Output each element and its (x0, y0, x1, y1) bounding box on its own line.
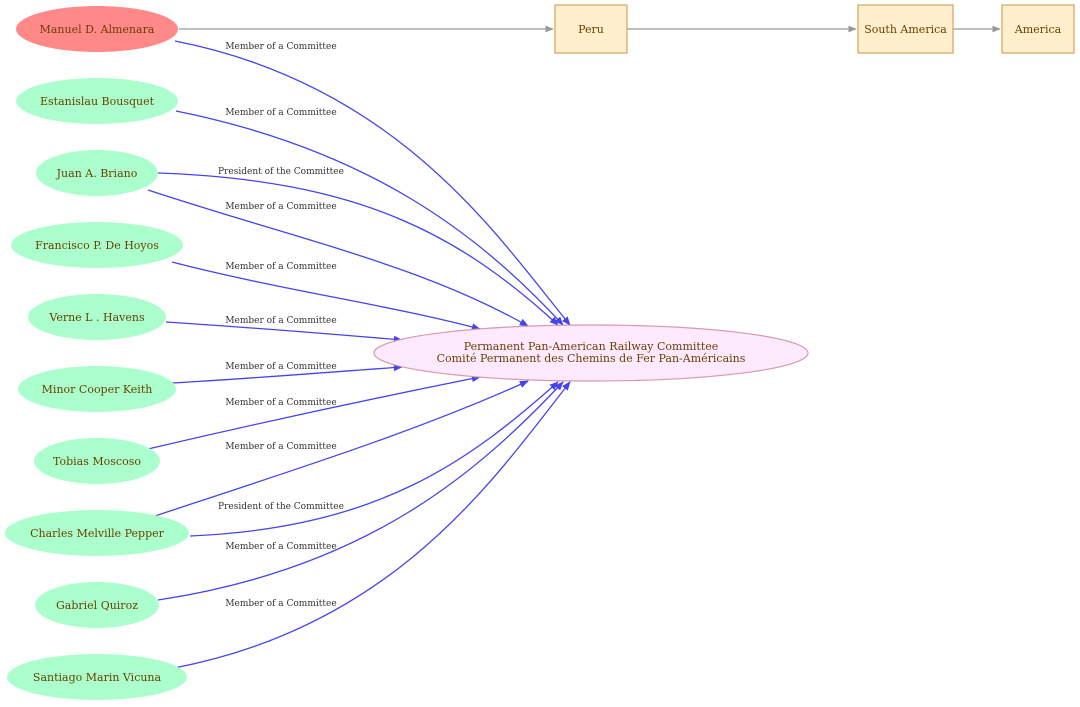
node-moscoso[interactable]: Tobias Moscoso (34, 438, 160, 484)
edge-briano-president-committee (157, 172, 559, 326)
node-label: Juan A. Briano (56, 167, 138, 180)
node-label: Tobias Moscoso (53, 455, 141, 468)
edge-briano-member-committee (147, 189, 529, 327)
node-label: Peru (578, 23, 604, 36)
node-bousquet[interactable]: Estanislau Bousquet (16, 78, 178, 124)
edge-labels: Member of a Committee Member of a Commit… (218, 42, 344, 609)
edge-label: Member of a Committee (225, 398, 336, 408)
node-vicuna[interactable]: Santiago Marin Vicuna (7, 654, 187, 700)
edge-label: President of the Committee (218, 502, 344, 512)
node-label: Charles Melville Pepper (30, 527, 165, 540)
edge-pepper-president-committee (189, 381, 559, 537)
edge-moscoso-committee (147, 375, 481, 450)
edge-almenara-committee (174, 40, 571, 326)
committee-name-english: Permanent Pan-American Railway Committee (464, 340, 719, 353)
node-label: Gabriel Quiroz (56, 599, 138, 612)
node-label: America (1014, 23, 1062, 36)
node-dehoyos[interactable]: Francisco P. De Hoyos (11, 222, 183, 268)
committee-edges (147, 40, 571, 669)
edge-label: Member of a Committee (225, 542, 336, 552)
node-keith[interactable]: Minor Cooper Keith (18, 366, 176, 412)
committee-name-french: Comité Permanent des Chemins de Fer Pan-… (437, 352, 746, 365)
place-nodes: Peru South America America (554, 4, 1075, 54)
node-label: Estanislau Bousquet (40, 95, 155, 108)
edge-pepper-member-committee (154, 380, 529, 517)
node-almenara[interactable]: Manuel D. Almenara (16, 6, 178, 52)
edge-vicuna-committee (173, 381, 571, 669)
node-label: Minor Cooper Keith (42, 383, 153, 396)
node-quiroz[interactable]: Gabriel Quiroz (35, 582, 159, 628)
node-label: Francisco P. De Hoyos (35, 239, 159, 252)
node-havens[interactable]: Verne L . Havens (28, 294, 166, 340)
node-label: South America (864, 23, 947, 36)
edge-havens-committee (165, 321, 403, 343)
edge-label: Member of a Committee (225, 42, 336, 52)
person-nodes: Manuel D. Almenara Estanislau Bousquet J… (5, 6, 189, 700)
edge-label: Member of a Committee (225, 442, 336, 452)
node-pepper[interactable]: Charles Melville Pepper (5, 510, 189, 556)
node-label: Verne L . Havens (48, 311, 145, 324)
edge-dehoyos-committee (171, 261, 481, 331)
node-label: Manuel D. Almenara (40, 23, 155, 36)
node-briano[interactable]: Juan A. Briano (36, 150, 158, 196)
node-committee[interactable]: Permanent Pan-American Railway Committee… (373, 324, 809, 382)
node-south-america[interactable]: South America (857, 4, 954, 54)
edge-keith-committee (171, 363, 403, 384)
edge-label: Member of a Committee (225, 316, 336, 326)
node-america[interactable]: America (1001, 4, 1075, 54)
edge-label: Member of a Committee (225, 599, 336, 609)
edge-bousquet-committee (175, 110, 564, 326)
edge-label: Member of a Committee (225, 262, 336, 272)
edge-label: Member of a Committee (225, 108, 336, 118)
edge-label: President of the Committee (218, 167, 344, 177)
node-label: Santiago Marin Vicuna (33, 671, 162, 684)
edge-quiroz-committee (157, 381, 564, 601)
edge-label: Member of a Committee (225, 362, 336, 372)
node-peru[interactable]: Peru (554, 4, 628, 54)
edge-label: Member of a Committee (225, 202, 336, 212)
